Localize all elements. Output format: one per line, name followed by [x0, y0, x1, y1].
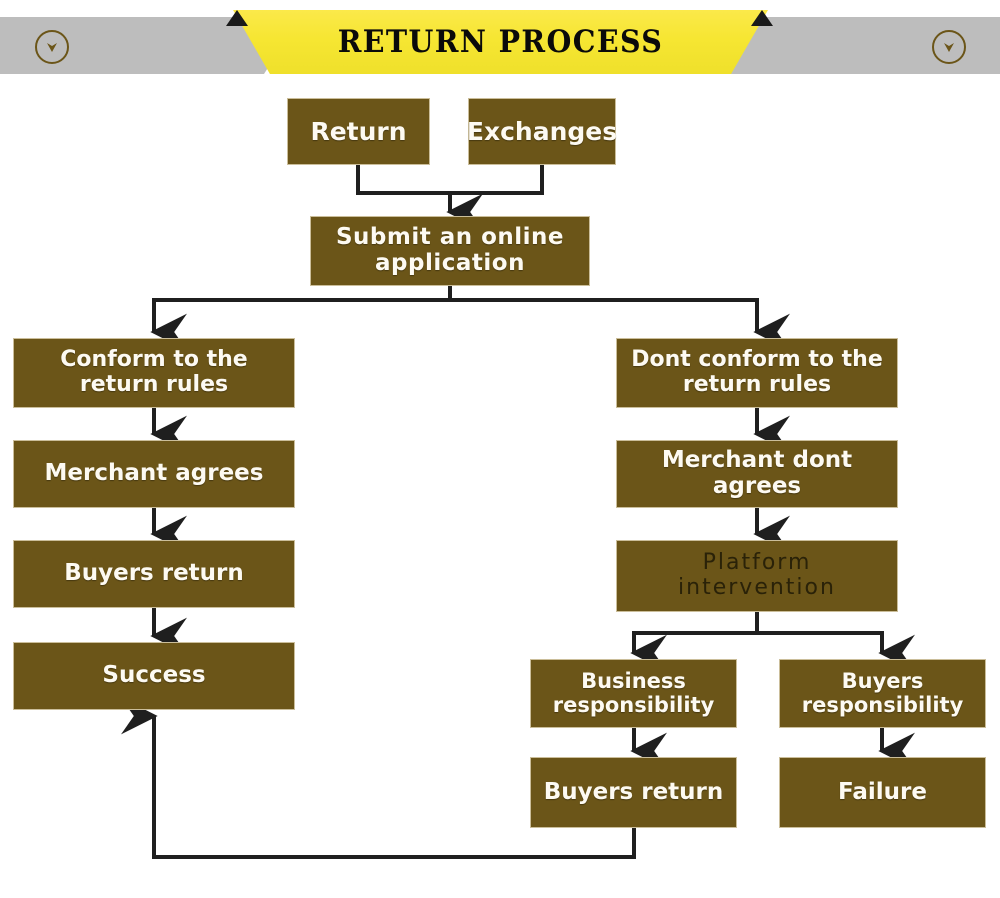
node-not-conform-rules[interactable]: Dont conform to the return rules: [616, 338, 898, 408]
page-header: RETURN PROCESS: [0, 0, 1000, 88]
chevron-down-circle-icon: [35, 30, 69, 64]
node-merchant-dont-agrees[interactable]: Merchant dont agrees: [616, 440, 898, 508]
node-platform-intervention[interactable]: Platform intervention: [616, 540, 898, 612]
title-banner: [233, 10, 768, 74]
edge-submit-to-not-conform: [450, 298, 790, 351]
chevron-down-circle-icon: [932, 30, 966, 64]
node-return[interactable]: Return: [287, 98, 430, 165]
node-success[interactable]: Success: [13, 642, 295, 710]
node-exchanges[interactable]: Exchanges: [467, 98, 617, 165]
banner-notch-right: [751, 10, 773, 26]
node-buyers-return-left[interactable]: Buyers return: [13, 540, 295, 608]
node-business-responsibility[interactable]: Business responsibility: [530, 659, 737, 728]
edge-merge-top: [356, 165, 544, 195]
node-buyers-return-bottom[interactable]: Buyers return: [530, 757, 737, 828]
page-title: RETURN PROCESS: [337, 24, 664, 60]
node-merchant-agrees[interactable]: Merchant agrees: [13, 440, 295, 508]
flowchart: Return Exchanges Submit an online applic…: [0, 88, 1000, 898]
node-conform-rules[interactable]: Conform to the return rules: [13, 338, 295, 408]
node-failure[interactable]: Failure: [779, 757, 986, 828]
edge-platform-to-business-resp: [630, 612, 759, 672]
node-buyers-responsibility[interactable]: Buyers responsibility: [779, 659, 986, 728]
edge-platform-to-buyers-resp: [757, 631, 915, 672]
edge-submit-to-conform: [150, 286, 452, 351]
node-submit-application[interactable]: Submit an online application: [310, 216, 590, 286]
banner-notch-left: [226, 10, 248, 26]
